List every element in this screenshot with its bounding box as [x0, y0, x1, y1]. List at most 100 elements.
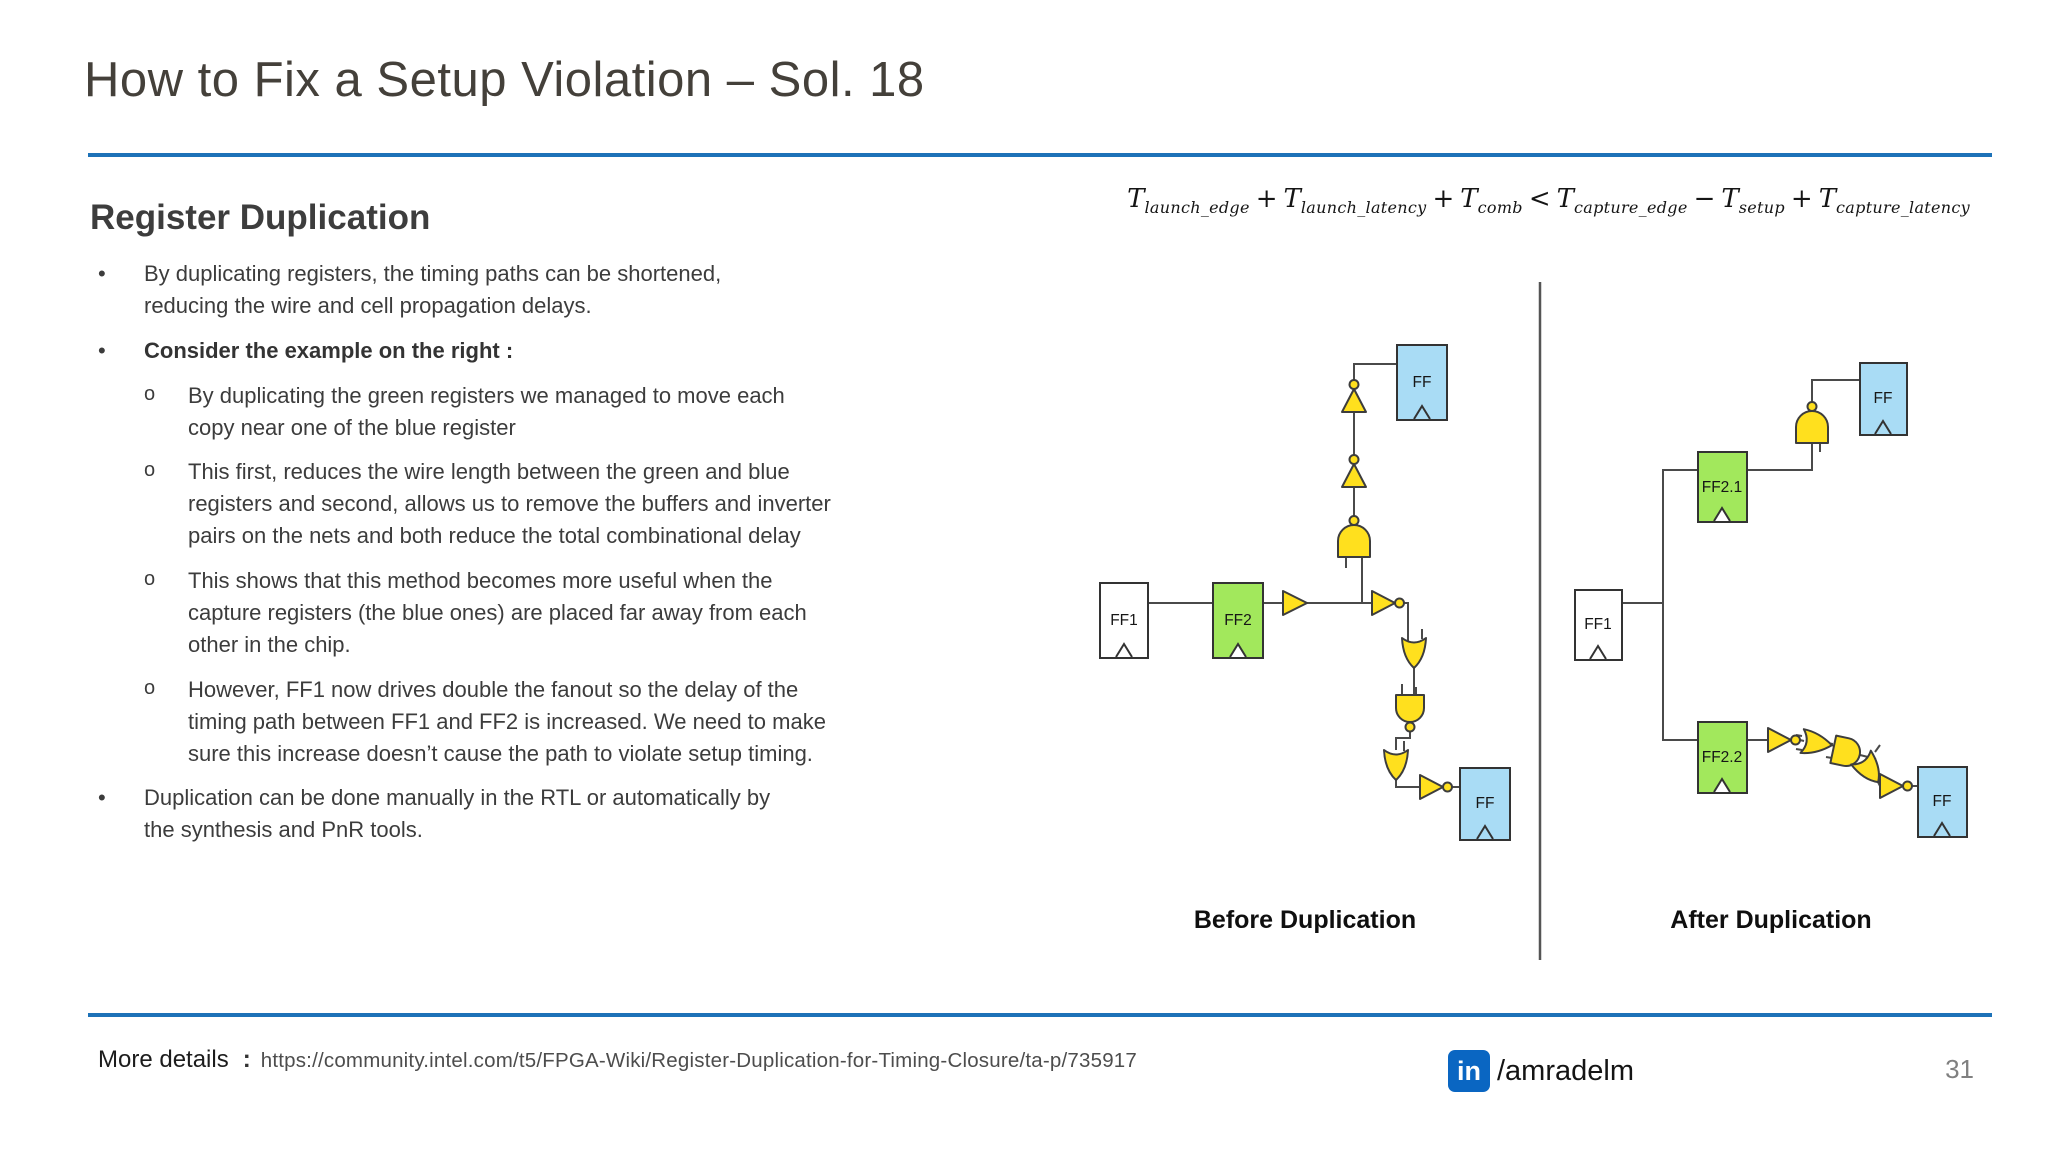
register-ff1: FF1 [1099, 582, 1149, 659]
clock-wedge-icon [1476, 824, 1494, 840]
svg-text:FF1: FF1 [1110, 612, 1138, 629]
register-ff-top: FF [1859, 362, 1908, 436]
section-heading: Register Duplication [90, 198, 431, 237]
bullet-list: • By duplicating registers, the timing pa… [90, 258, 1090, 846]
clock-wedge-icon [1115, 642, 1133, 658]
or-gate-icon [1383, 749, 1409, 781]
formula-operator: + [1790, 184, 1813, 214]
inverter-icon [1419, 774, 1453, 800]
wire [1811, 379, 1860, 402]
nand-gate-icon [1395, 694, 1425, 733]
linkedin-handle: /amradelm [1497, 1054, 1634, 1087]
inverter-icon [1341, 454, 1367, 488]
bullet-marker: • [98, 261, 106, 286]
clock-wedge-icon [1589, 644, 1607, 660]
wire [1662, 603, 1698, 741]
nand-gate-icon [1337, 515, 1371, 558]
bullet-text: By duplicating the green registers we ma… [188, 382, 785, 440]
bullet-text: However, FF1 now drives double the fanou… [188, 676, 826, 766]
more-details-url: https://community.intel.com/t5/FPGA-Wiki… [260, 1049, 1138, 1072]
buffer-icon [1282, 590, 1308, 616]
bullet-item: o By duplicating the green registers we m… [136, 380, 1090, 444]
wire [1395, 780, 1420, 788]
bullet-text: This shows that this method becomes more… [188, 568, 807, 657]
svg-text:FF1: FF1 [1584, 616, 1612, 633]
clock-wedge-icon [1713, 506, 1731, 522]
after-caption: After Duplication [1670, 906, 1871, 934]
input-stub [1795, 748, 1803, 751]
wire [1662, 469, 1698, 603]
svg-text:FF: FF [1933, 793, 1952, 810]
bullet-item: • Consider the example on the right : [90, 335, 1090, 367]
footer-more-details: More details : https://community.intel.c… [98, 1046, 1137, 1074]
before-diagram: FF1 FF2 FF FF Before Duplication [1099, 344, 1511, 934]
formula-term: Tlaunch_latency [1283, 184, 1427, 218]
nand-gate-icon [1795, 401, 1829, 444]
bullet-marker: o [144, 676, 156, 699]
input-stub [1874, 744, 1881, 753]
register-ff22: FF2.2 [1697, 721, 1748, 794]
content-column: Register Duplication • By duplicating reg… [90, 198, 1090, 846]
clock-wedge-icon [1874, 419, 1892, 435]
svg-text:FF2: FF2 [1224, 612, 1252, 629]
bullet-text: By duplicating registers, the timing pat… [144, 261, 722, 318]
clock-wedge-icon [1229, 642, 1247, 658]
bullet-marker: • [98, 337, 106, 363]
register-ff1: FF1 [1574, 589, 1623, 661]
linkedin-block: in /amradelm [1448, 1050, 1634, 1092]
svg-text:FF2.2: FF2.2 [1702, 749, 1742, 766]
inverter-icon [1879, 773, 1913, 799]
clock-wedge-icon [1413, 404, 1431, 420]
register-ff-top: FF [1396, 344, 1448, 421]
more-details-label: More details [98, 1046, 229, 1073]
bullet-item: o This first, reduces the wire length bet… [136, 456, 1090, 552]
wire [1395, 732, 1411, 750]
bullet-item: o However, FF1 now drives double the fano… [136, 674, 1090, 770]
bullet-marker: o [144, 459, 156, 482]
slide-title: How to Fix a Setup Violation – Sol. 18 [84, 53, 925, 107]
svg-text:FF: FF [1874, 390, 1893, 407]
or-gate-icon [1799, 728, 1835, 759]
wire [1353, 363, 1397, 380]
svg-text:FF2.1: FF2.1 [1702, 479, 1742, 496]
footer-divider-rule [88, 1013, 1992, 1017]
bullet-item: o This shows that this method becomes mor… [136, 565, 1090, 661]
footer-separator: : [242, 1046, 251, 1073]
formula-term: Tcapture_edge [1556, 184, 1688, 218]
formula-term: Tcomb [1460, 184, 1523, 218]
formula-term: Tsetup [1721, 184, 1785, 218]
formula-operator: − [1693, 184, 1716, 214]
page-number: 31 [1945, 1054, 1974, 1084]
bullet-text: This first, reduces the wire length betw… [188, 459, 831, 549]
register-ff2: FF2 [1212, 582, 1264, 659]
wire [1747, 443, 1813, 471]
register-ff-bottom: FF [1459, 767, 1511, 841]
or-gate-icon [1401, 637, 1427, 669]
bullet-item: • By duplicating registers, the timing pa… [90, 258, 1090, 322]
svg-text:FF: FF [1413, 374, 1432, 391]
setup-timing-formula: Tlaunch_edge+Tlaunch_latency+Tcomb<Tcapt… [1127, 184, 1970, 217]
bullet-marker: o [144, 382, 156, 405]
inverter-icon [1767, 727, 1801, 753]
formula-operator: + [1432, 184, 1455, 214]
linkedin-icon: in [1448, 1050, 1490, 1092]
formula-term: Tcapture_latency [1818, 184, 1970, 218]
bullet-text: Duplication can be done manually in the … [144, 785, 771, 843]
formula-operator: + [1255, 184, 1278, 214]
inverter-icon [1371, 590, 1405, 616]
circuit-diagrams: FF1 FF2 FF FF Before Duplication [1099, 282, 1968, 960]
before-caption: Before Duplication [1194, 906, 1416, 934]
register-ff21: FF2.1 [1697, 451, 1748, 523]
inverter-icon [1341, 379, 1367, 413]
bullet-item: •Duplication can be done manually in the… [90, 782, 1090, 846]
bullet-text: Consider the example on the right : [144, 337, 514, 363]
wire [1404, 602, 1409, 642]
clock-wedge-icon [1933, 821, 1951, 837]
formula-operator: < [1528, 184, 1551, 214]
bullet-marker: o [144, 568, 156, 591]
header-divider-rule [88, 153, 1992, 157]
clock-wedge-icon [1713, 777, 1731, 793]
svg-text:FF: FF [1476, 795, 1495, 812]
formula-term: Tlaunch_edge [1127, 184, 1250, 218]
